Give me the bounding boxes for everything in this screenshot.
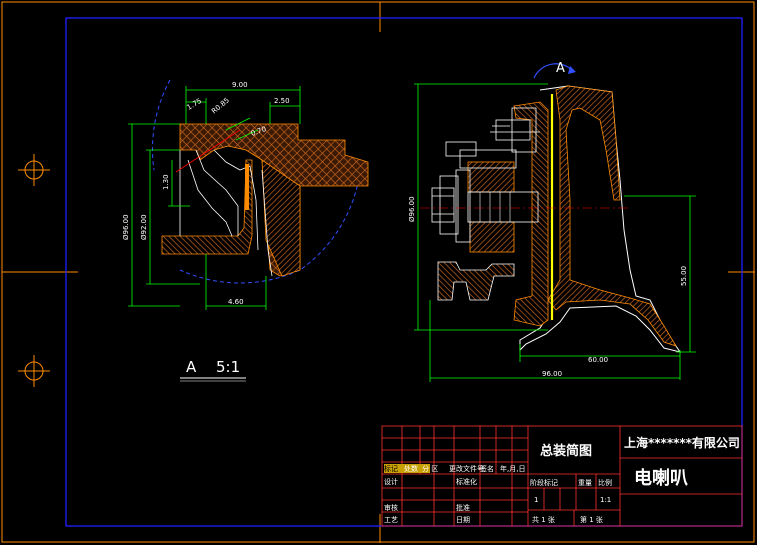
dim-d1: 1.75 bbox=[186, 97, 204, 112]
date-label: 日期 bbox=[456, 516, 470, 524]
dim-top-width: 9.00 bbox=[232, 81, 248, 89]
detail-label: A 5:1 bbox=[180, 358, 246, 382]
approve-label: 批准 bbox=[456, 503, 470, 512]
product-name: 电喇叭 bbox=[634, 467, 688, 489]
dim-bottom: 4.60 bbox=[228, 298, 244, 306]
scale-value: 1:1 bbox=[600, 496, 611, 504]
scale-label: 比例 bbox=[598, 478, 612, 487]
dim-h1: 1.30 bbox=[162, 174, 170, 190]
process-label: 工艺 bbox=[384, 516, 398, 524]
hdr-count: 处数 bbox=[404, 464, 418, 473]
detail-view: 9.00 1.75 R0.85 2.50 0.70 1.30 Ø96.00 Ø9… bbox=[122, 79, 369, 310]
main-view: A Ø96.00 55.00 60.00 96.00 bbox=[408, 61, 696, 382]
detail-label-letter: A bbox=[186, 358, 197, 376]
registration-marks bbox=[18, 154, 50, 387]
stage-value: 1 bbox=[534, 496, 538, 504]
weight-label: 重量 bbox=[578, 479, 592, 487]
drawing-title: 总装简图 bbox=[540, 443, 592, 459]
title-block-text: 标记 处数 分 区 更改文件号 签名 年,月,日 设计 标准化 审核 工艺 批准… bbox=[384, 435, 740, 524]
main-dim-diameter: Ø96.00 bbox=[408, 196, 416, 222]
sheet-no: 第 1 张 bbox=[580, 515, 603, 524]
hdr-date: 年,月,日 bbox=[500, 464, 525, 473]
main-dim-total-width: 96.00 bbox=[542, 370, 562, 378]
sheets-total: 共 1 张 bbox=[532, 515, 555, 524]
stage-label: 阶段标记 bbox=[530, 478, 558, 487]
dim-d2: 2.50 bbox=[274, 97, 290, 105]
dim-dia-outer: Ø96.00 bbox=[122, 214, 130, 240]
title-block-highlight bbox=[384, 464, 430, 473]
review-label: 审核 bbox=[384, 503, 398, 512]
hdr-doc: 更改文件号 bbox=[449, 464, 484, 473]
detail-scale: 5:1 bbox=[216, 358, 240, 376]
company-name: 上海*******有限公司 bbox=[624, 435, 740, 450]
designer-label: 设计 bbox=[384, 477, 398, 486]
title-block bbox=[381, 425, 743, 527]
hdr-sign: 签名 bbox=[480, 464, 494, 473]
hdr-zone: 分 区 bbox=[422, 464, 438, 473]
dim-dia-inner: Ø92.00 bbox=[140, 214, 148, 240]
hdr-mark: 标记 bbox=[384, 464, 398, 473]
main-view-label: A bbox=[556, 61, 565, 76]
main-dim-inner-width: 60.00 bbox=[588, 356, 608, 364]
standardize-label: 标准化 bbox=[456, 477, 477, 486]
dim-r1: R0.85 bbox=[210, 96, 231, 115]
main-dim-height: 55.00 bbox=[680, 266, 688, 286]
